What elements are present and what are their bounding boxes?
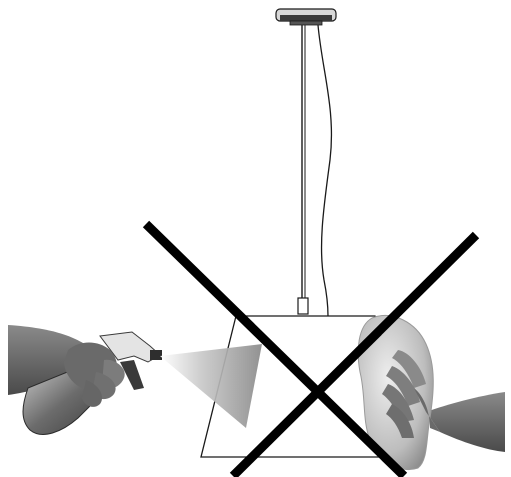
wiping-hand-with-cloth	[358, 316, 505, 470]
lamp-socket	[298, 298, 308, 314]
ceiling-canopy	[276, 9, 336, 25]
spray-bottle-hand	[8, 325, 162, 434]
power-cord	[318, 25, 331, 316]
